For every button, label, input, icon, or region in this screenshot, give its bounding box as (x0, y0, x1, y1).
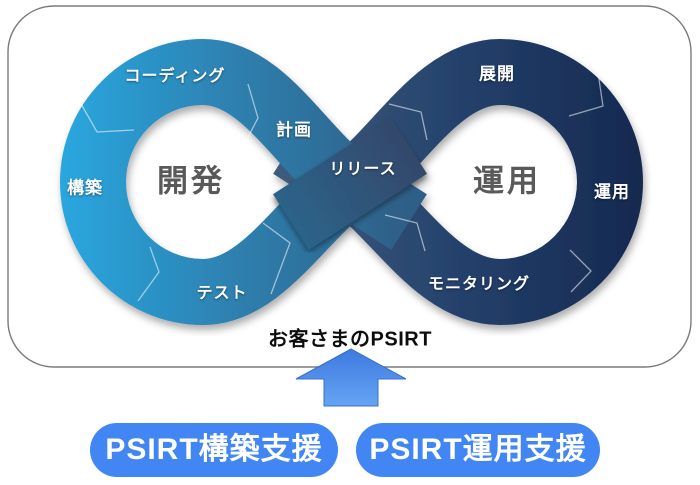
ops-loop-title: 運用 (473, 163, 541, 199)
segment-divider-chevrons (75, 65, 604, 302)
label-operate: 運用 (594, 182, 630, 202)
psirt-operation-support-button[interactable]: PSIRT運用支援 (356, 423, 600, 477)
label-test: テスト (196, 285, 248, 302)
label-release: リリース (329, 161, 397, 178)
psirt-build-support-button[interactable]: PSIRT構築支援 (90, 423, 338, 477)
up-arrow (295, 348, 407, 407)
release-band (273, 118, 427, 250)
customer-psirt-caption: お客さまのPSIRT (268, 328, 432, 351)
label-deploy: 展開 (479, 64, 515, 84)
label-coding: コーディング (124, 68, 226, 85)
label-monitoring: モニタリング (427, 276, 531, 293)
dev-loop-title: 開発 (157, 163, 225, 199)
dev-loop-band (59, 38, 427, 326)
label-build: 構築 (67, 178, 103, 198)
ops-loop-band (273, 38, 644, 326)
label-plan: 計画 (276, 120, 312, 140)
